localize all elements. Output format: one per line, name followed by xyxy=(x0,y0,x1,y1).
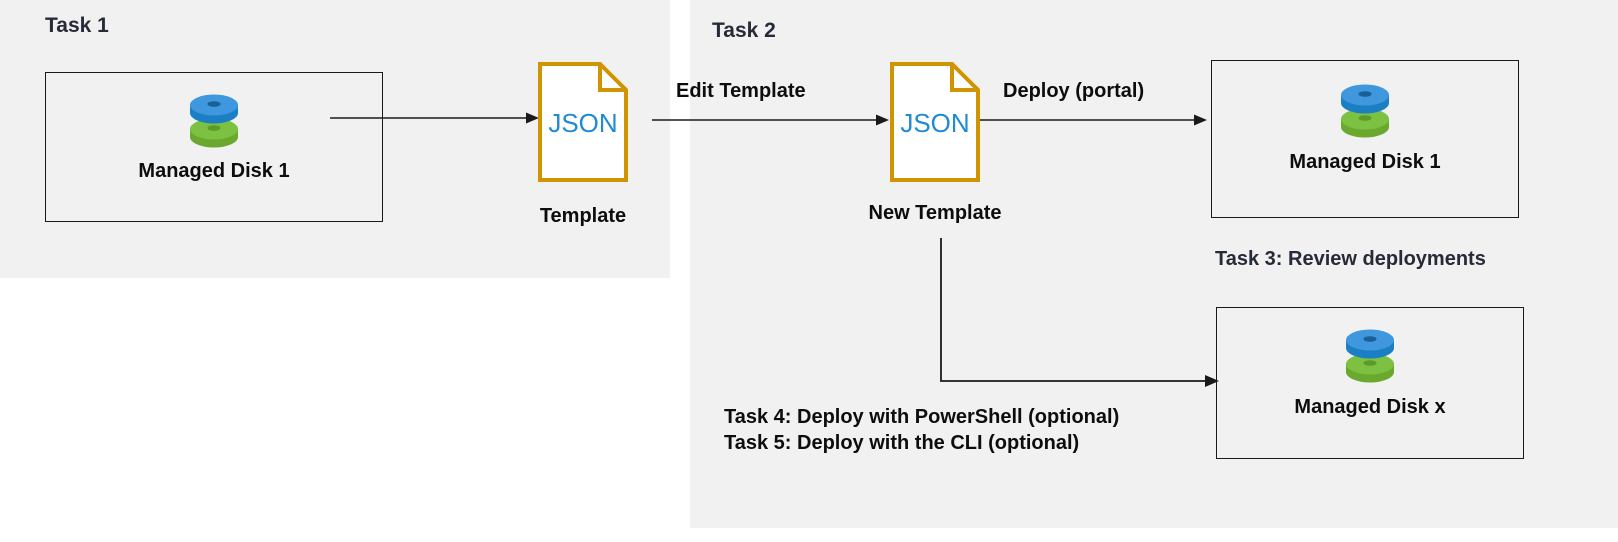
task-2-heading: Task 2 xyxy=(712,19,776,42)
task-1-heading: Task 1 xyxy=(45,14,109,37)
task-4-label: Task 4: Deploy with PowerShell (optional… xyxy=(724,406,1120,428)
managed-disk-icon xyxy=(1334,83,1396,141)
task2-panel xyxy=(690,0,1618,528)
managed-disk-icon xyxy=(183,93,245,151)
arrow-new-template-to-managed-disk-x xyxy=(940,238,1219,387)
managed-disk-1-deployed-box: Managed Disk 1 xyxy=(1211,60,1519,218)
managed-disk-x-box: Managed Disk x xyxy=(1216,307,1524,459)
arrow-head-icon xyxy=(876,114,889,126)
arrow-template-to-new-template xyxy=(652,114,889,126)
task-5-label: Task 5: Deploy with the CLI (optional) xyxy=(724,432,1080,455)
managed-disk-x-label: Managed Disk x xyxy=(1294,396,1446,418)
template-new-caption: New Template xyxy=(868,202,1002,224)
managed-disk-1-source-label: Managed Disk 1 xyxy=(138,160,290,182)
managed-disk-icon xyxy=(1339,328,1401,386)
arrow-head-icon xyxy=(1205,375,1219,387)
optional-tasks-block: Task 4: Deploy with PowerShell (optional… xyxy=(724,404,1119,457)
arrow-head-icon xyxy=(1194,114,1207,126)
task-3-heading: Task 3: Review deployments xyxy=(1215,248,1486,270)
edit-template-arrow-label: Edit Template xyxy=(676,80,806,102)
template-original-badge: JSON xyxy=(548,108,618,138)
template-new-badge: JSON xyxy=(900,108,970,138)
managed-disk-icon-svg xyxy=(190,94,238,148)
managed-disk-icon-svg xyxy=(1341,84,1389,138)
template-original-icon: JSON xyxy=(538,62,628,182)
managed-disk-1-source-box: Managed Disk 1 xyxy=(45,72,383,222)
managed-disk-icon-svg xyxy=(1346,329,1394,383)
elbow-line xyxy=(940,238,1205,382)
arrow-new-template-to-managed-disk-1 xyxy=(980,114,1207,126)
template-original-caption: Template xyxy=(539,205,627,227)
json-document-icon xyxy=(538,62,628,182)
arrow-head-icon xyxy=(526,112,539,124)
deploy-portal-arrow-label: Deploy (portal) xyxy=(1003,80,1145,102)
json-document-icon xyxy=(890,62,980,182)
template-new-icon: JSON xyxy=(890,62,980,182)
managed-disk-1-deployed-label: Managed Disk 1 xyxy=(1289,151,1441,173)
arrow-disk-to-template xyxy=(330,112,539,124)
